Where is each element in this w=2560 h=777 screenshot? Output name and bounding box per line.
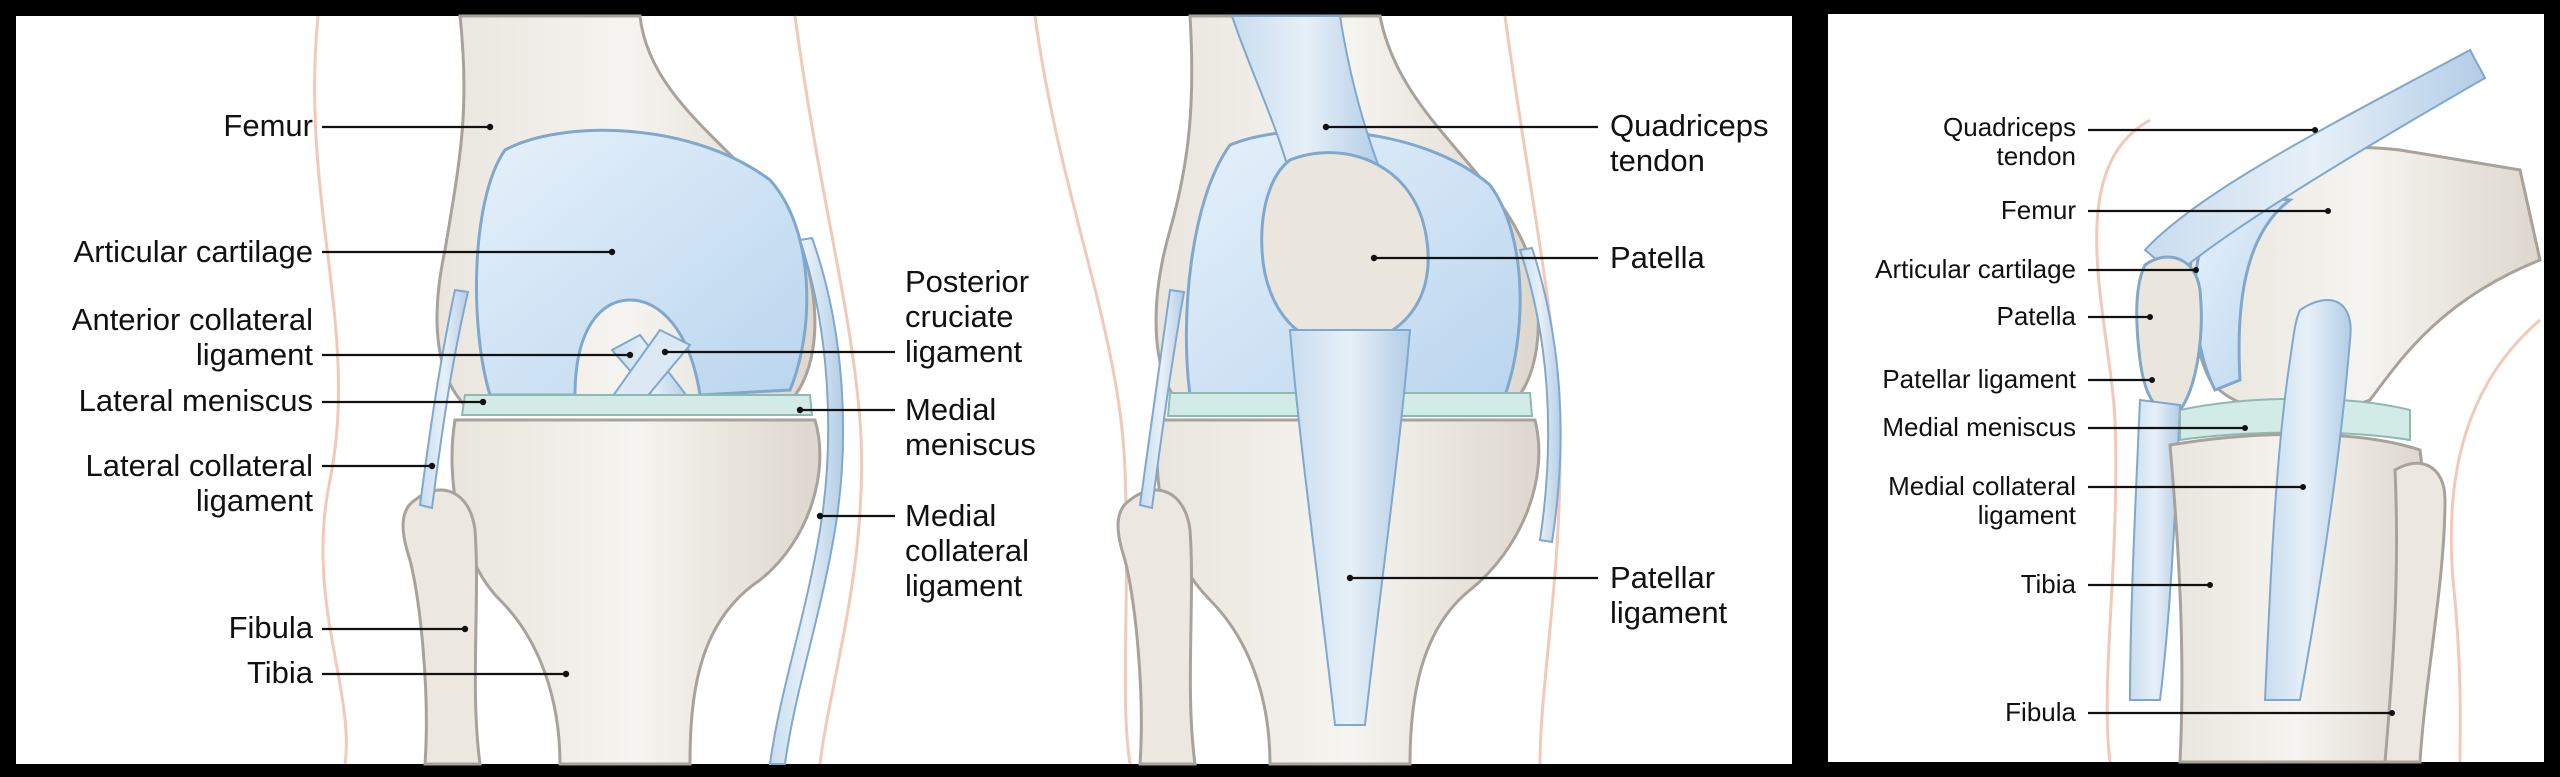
side-view-knee [2095, 48, 2542, 764]
fibula-bone-2 [1116, 488, 1197, 766]
front-view-knee [313, 14, 864, 766]
label-side-fibula: Fibula [2005, 697, 2076, 727]
meniscus-band [460, 394, 814, 416]
dot [562, 670, 570, 678]
label-medial-meniscus: Medial meniscus [905, 392, 1036, 462]
collateral-shape-2 [1518, 246, 1562, 544]
dot [2312, 127, 2318, 133]
dot [2149, 377, 2155, 383]
label-articular-cartilage: Articular cartilage [73, 234, 313, 269]
label-quadriceps-tendon: Quadriceps tendon [1610, 108, 1769, 178]
dot [796, 406, 804, 414]
dot [626, 351, 634, 359]
dot [2207, 582, 2213, 588]
dot [2147, 314, 2153, 320]
patella-side [2135, 255, 2203, 414]
dot [479, 398, 487, 406]
label-side-medial-collateral-ligament: Medial collateral ligament [1888, 471, 2076, 530]
fibula-bone [401, 488, 482, 766]
label-side-articular-cartilage: Articular cartilage [1875, 254, 2076, 284]
dot [2389, 710, 2395, 716]
dot [2300, 484, 2306, 490]
skin-outline-left-2 [1033, 15, 1132, 765]
front-patella-view-knee [1033, 14, 1562, 766]
fibula-side [2383, 461, 2447, 764]
dot [428, 462, 436, 470]
skin-outline-left [313, 15, 348, 765]
dot [1322, 123, 1330, 131]
label-side-patellar-ligament: Patellar ligament [1882, 364, 2076, 394]
label-patellar-ligament: Patellar ligament [1610, 560, 1728, 630]
dot [1370, 254, 1378, 262]
dot [816, 512, 824, 520]
skin-outline-side-2 [2449, 318, 2541, 763]
dot [486, 123, 494, 131]
label-lateral-collateral-ligament: Lateral collateral ligament [85, 448, 313, 518]
label-anterior-collateral-ligament: Anterior collateral ligament [71, 302, 313, 372]
dot [2242, 425, 2248, 431]
dot [1346, 574, 1354, 582]
dot [2325, 208, 2331, 214]
lateral-collateral-shape [418, 288, 470, 510]
label-femur: Femur [223, 108, 313, 143]
collateral-shape-2b [1138, 288, 1186, 510]
label-tibia: Tibia [246, 655, 313, 690]
medial-collateral-side [2263, 299, 2352, 701]
label-medial-collateral-ligament: Medial collateral ligament [905, 498, 1030, 603]
label-side-medial-meniscus: Medial meniscus [1882, 412, 2076, 442]
skin-outline-side-1 [2095, 118, 2151, 763]
dot [661, 348, 669, 356]
label-side-quadriceps-tendon: Quadriceps tendon [1943, 112, 2076, 171]
label-side-tibia: Tibia [2020, 569, 2076, 599]
leader-lines [322, 125, 2392, 715]
label-side-femur: Femur [2000, 195, 2076, 225]
quadriceps-tendon-side [2143, 48, 2487, 277]
patellar-ligament-shape [1288, 329, 1412, 726]
dot [461, 625, 469, 633]
label-posterior-cruciate-ligament: Posterior cruciate ligament [905, 264, 1030, 369]
label-patella: Patella [1610, 240, 1705, 275]
skin-outline-right [793, 15, 864, 765]
leader-dots [428, 123, 2395, 716]
medial-collateral-shape [768, 236, 845, 765]
dot [608, 248, 616, 256]
label-lateral-meniscus: Lateral meniscus [78, 383, 313, 418]
label-side-patella: Patella [1996, 301, 2077, 331]
label-fibula: Fibula [228, 610, 313, 645]
dot [2193, 267, 2199, 273]
